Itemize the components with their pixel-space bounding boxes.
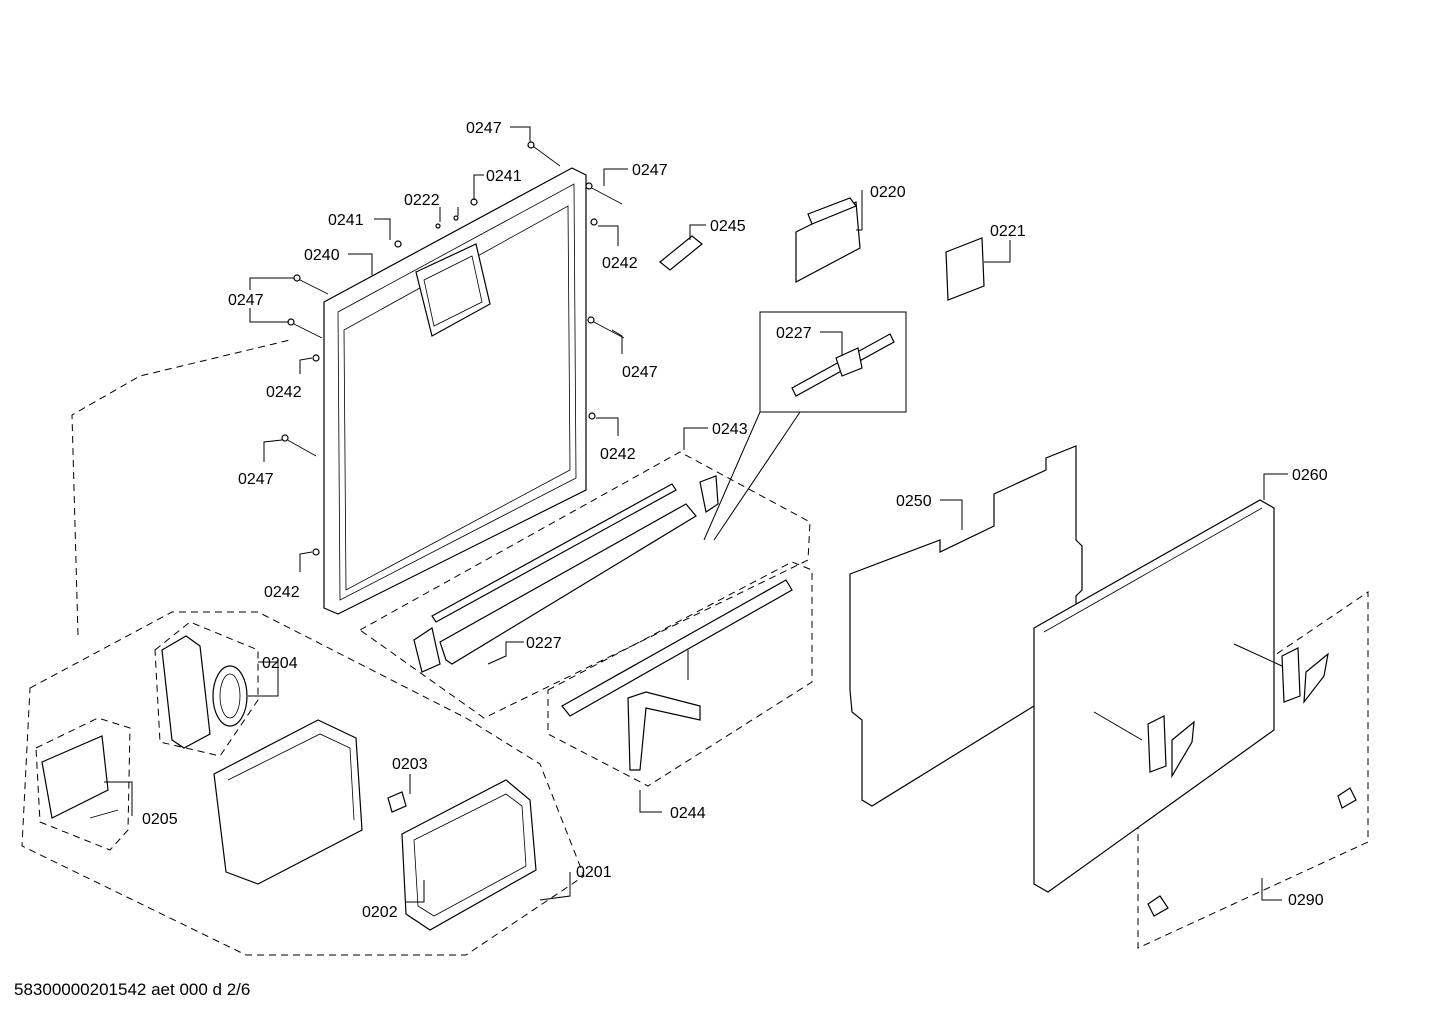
label-0247-right-top: 0247: [632, 162, 668, 179]
label-0221: 0221: [990, 223, 1026, 240]
part-0221: [945, 237, 985, 301]
screws: [281, 141, 625, 556]
label-0227-rail: 0227: [526, 635, 562, 652]
label-0240: 0240: [304, 247, 340, 264]
part-0220: [795, 197, 861, 283]
group-outlines: [21, 311, 1369, 956]
label-0247-right-mid: 0247: [622, 364, 658, 381]
part-0244: [561, 579, 793, 771]
label-0222: 0222: [404, 192, 440, 209]
part-0203: [387, 791, 407, 813]
leader-lines: [104, 126, 1288, 903]
label-0220: 0220: [870, 184, 906, 201]
label-0290: 0290: [1288, 892, 1324, 909]
label-0242-left-low: 0242: [264, 584, 300, 601]
label-0244: 0244: [670, 805, 706, 822]
label-0201: 0201: [576, 864, 612, 881]
part-0243: [413, 475, 719, 673]
label-0243: 0243: [712, 421, 748, 438]
label-0241-left: 0241: [328, 212, 364, 229]
part-0227-inset: [791, 333, 895, 397]
label-0202: 0202: [362, 904, 398, 921]
drawing-number: 58300000201542 aet 000 d 2/6: [14, 980, 251, 999]
part-0202: [401, 779, 537, 931]
panel-0250: [849, 445, 1083, 807]
label-0242-right-top: 0242: [602, 255, 638, 272]
label-0245: 0245: [710, 218, 746, 235]
part-0205: [41, 735, 119, 819]
label-0204: 0204: [262, 655, 298, 672]
label-0247-left-low: 0247: [238, 471, 274, 488]
label-0241-top: 0241: [486, 168, 522, 185]
label-0242-left-mid: 0242: [266, 384, 302, 401]
part-0201: [213, 719, 363, 885]
panel-0260: [1033, 499, 1275, 893]
label-0227-inset: 0227: [776, 325, 812, 342]
label-0247-top: 0247: [466, 120, 502, 137]
door-frame-0240: [323, 167, 587, 615]
label-0205: 0205: [142, 811, 178, 828]
label-0203: 0203: [392, 756, 428, 773]
label-0250: 0250: [896, 493, 932, 510]
part-0290: [1147, 647, 1357, 917]
label-0260: 0260: [1292, 467, 1328, 484]
part-0245: [659, 235, 703, 271]
part-labels: 0247 0241 0247 0222 0241 0245 0240 0242 …: [142, 120, 1328, 921]
label-0242-right-low: 0242: [600, 446, 636, 463]
part-0204: [161, 635, 248, 749]
label-0247-left-top: 0247: [228, 292, 264, 309]
